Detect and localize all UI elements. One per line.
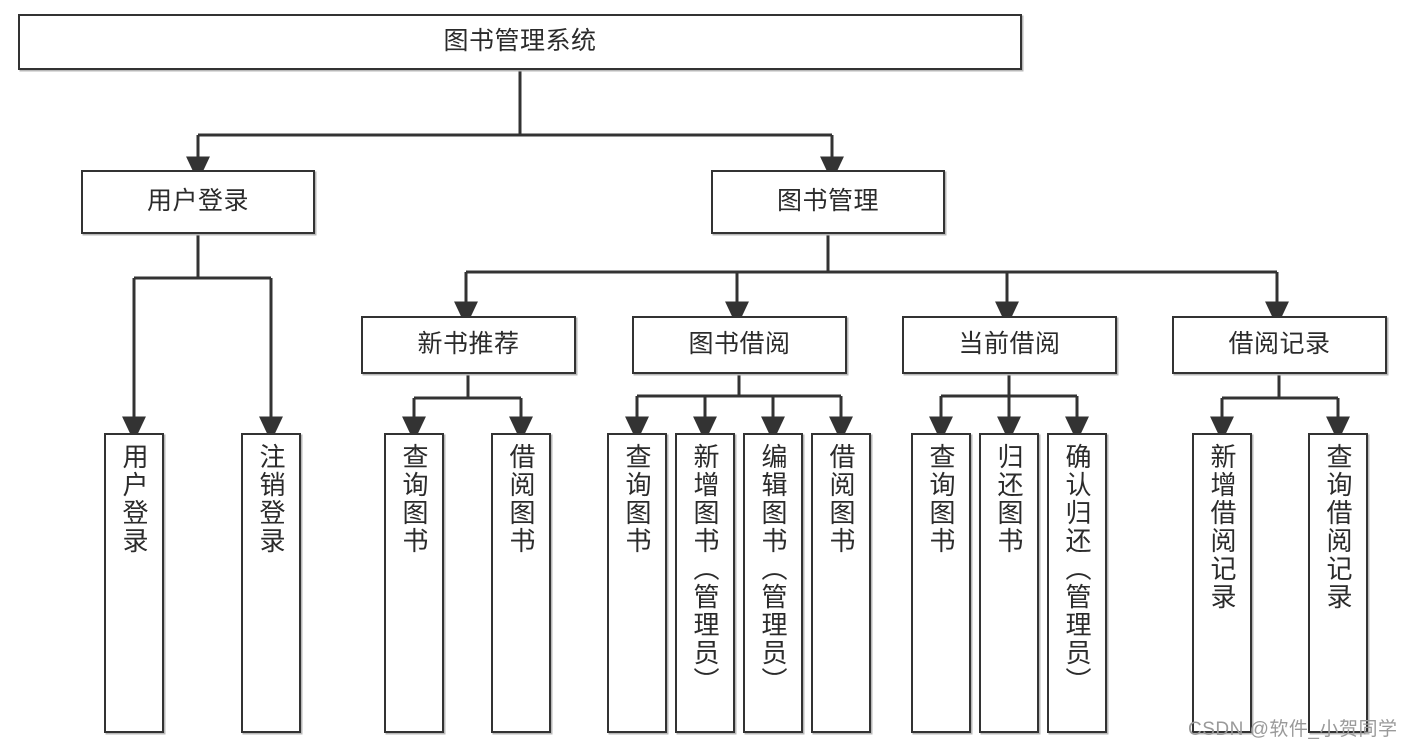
node-leaf-borrow-book-1[interactable]: 借阅图书: [491, 433, 551, 733]
node-root-label: 图书管理系统: [443, 27, 597, 56]
node-leaf-query-book-2[interactable]: 查询图书: [607, 433, 667, 733]
node-leaf-edit-book[interactable]: 编辑图书（管理员）: [743, 433, 803, 733]
node-leaf-confirm-return[interactable]: 确认归还（管理员）: [1047, 433, 1107, 733]
node-leaf-borrow-book-2-label: 借阅图书: [826, 443, 857, 555]
node-current-borrow-label: 当前借阅: [958, 330, 1061, 359]
node-leaf-user-login-label: 用户登录: [119, 443, 150, 555]
node-book-manage[interactable]: 图书管理: [711, 170, 945, 234]
node-leaf-query-book-3-label: 查询图书: [926, 443, 957, 555]
node-leaf-confirm-return-label: 确认归还（管理员）: [1062, 443, 1093, 695]
node-leaf-return-book-label: 归还图书: [994, 443, 1025, 555]
node-leaf-query-book-1-label: 查询图书: [399, 443, 430, 555]
node-root[interactable]: 图书管理系统: [18, 14, 1022, 70]
node-leaf-query-record-label: 查询借阅记录: [1323, 443, 1354, 611]
node-leaf-user-login[interactable]: 用户登录: [104, 433, 164, 733]
node-leaf-query-book-1[interactable]: 查询图书: [384, 433, 444, 733]
node-book-borrow[interactable]: 图书借阅: [632, 316, 847, 374]
node-borrow-record-label: 借阅记录: [1228, 330, 1331, 359]
node-leaf-query-record[interactable]: 查询借阅记录: [1308, 433, 1368, 733]
node-book-manage-label: 图书管理: [776, 187, 879, 216]
node-borrow-record[interactable]: 借阅记录: [1172, 316, 1387, 374]
csdn-watermark: CSDN @软件_小贺同学: [1188, 719, 1398, 740]
node-leaf-query-book-3[interactable]: 查询图书: [911, 433, 971, 733]
node-leaf-add-book-label: 新增图书（管理员）: [690, 443, 721, 695]
node-new-book-recommend[interactable]: 新书推荐: [361, 316, 576, 374]
node-new-book-recommend-label: 新书推荐: [417, 330, 520, 359]
node-leaf-add-record[interactable]: 新增借阅记录: [1192, 433, 1252, 733]
node-leaf-user-logout-label: 注销登录: [256, 443, 287, 555]
node-leaf-borrow-book-1-label: 借阅图书: [506, 443, 537, 555]
node-leaf-return-book[interactable]: 归还图书: [979, 433, 1039, 733]
node-leaf-add-record-label: 新增借阅记录: [1207, 443, 1238, 611]
node-leaf-user-logout[interactable]: 注销登录: [241, 433, 301, 733]
node-leaf-add-book[interactable]: 新增图书（管理员）: [675, 433, 735, 733]
node-user-login[interactable]: 用户登录: [81, 170, 315, 234]
node-current-borrow[interactable]: 当前借阅: [902, 316, 1117, 374]
node-book-borrow-label: 图书借阅: [688, 330, 791, 359]
node-leaf-borrow-book-2[interactable]: 借阅图书: [811, 433, 871, 733]
node-leaf-edit-book-label: 编辑图书（管理员）: [758, 443, 789, 695]
node-user-login-label: 用户登录: [146, 187, 249, 216]
node-leaf-query-book-2-label: 查询图书: [622, 443, 653, 555]
